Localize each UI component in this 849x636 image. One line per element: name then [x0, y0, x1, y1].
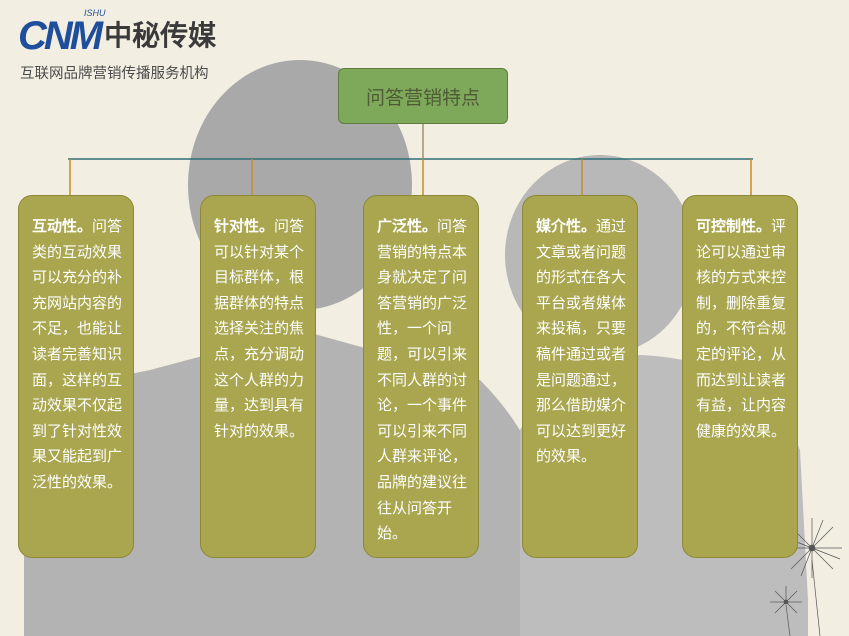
card-heading: 媒介性。: [536, 217, 597, 235]
card-body: 通过文章或者问题的形式在各大平台或者媒体来投稿，只要稿件通过或者是问题通过，那么…: [536, 217, 627, 466]
feature-card-interactivity: 互动性。问答类的互动效果可以充分的补充网站内容的不足，也能让读者完善知识面，这样…: [18, 195, 134, 558]
feature-card-targeting: 针对性。问答可以针对某个目标群体，根据群体的特点选择关注的焦点，充分调动这个人群…: [200, 195, 316, 558]
tagline: 互联网品牌营销传播服务机构: [20, 66, 209, 82]
card-body: 问答类的互动效果可以充分的补充网站内容的不足，也能让读者完善知识面，这样的互动效…: [32, 217, 123, 491]
diagram-title: 问答营销特点: [338, 68, 508, 124]
card-body: 问答营销的特点本身就决定了问答营销的广泛性，一个问题，可以引来不同人群的讨论，一…: [377, 217, 468, 543]
brand-logo: CNM ISHU 中秘传媒: [18, 8, 217, 58]
card-heading: 互动性。: [32, 217, 93, 235]
card-heading: 广泛性。: [377, 217, 438, 235]
logo-small-text: ISHU: [84, 8, 106, 18]
logo-mark: CNM: [18, 14, 103, 58]
feature-card-breadth: 广泛性。问答营销的特点本身就决定了问答营销的广泛性，一个问题，可以引来不同人群的…: [363, 195, 479, 558]
logo-brand-name: 中秘传媒: [104, 19, 217, 52]
card-body: 问答可以针对某个目标群体，根据群体的特点选择关注的焦点，充分调动这个人群的力量，…: [214, 217, 305, 440]
card-body: 评论可以通过审核的方式来控制，删除重复的，不符合规定的评论，从而达到让读者有益，…: [696, 217, 787, 440]
card-heading: 针对性。: [214, 217, 275, 235]
card-heading: 可控制性。: [696, 217, 772, 235]
feature-card-media: 媒介性。通过文章或者问题的形式在各大平台或者媒体来投稿，只要稿件通过或者是问题通…: [522, 195, 638, 558]
feature-card-controllability: 可控制性。评论可以通过审核的方式来控制，删除重复的，不符合规定的评论，从而达到让…: [682, 195, 798, 558]
